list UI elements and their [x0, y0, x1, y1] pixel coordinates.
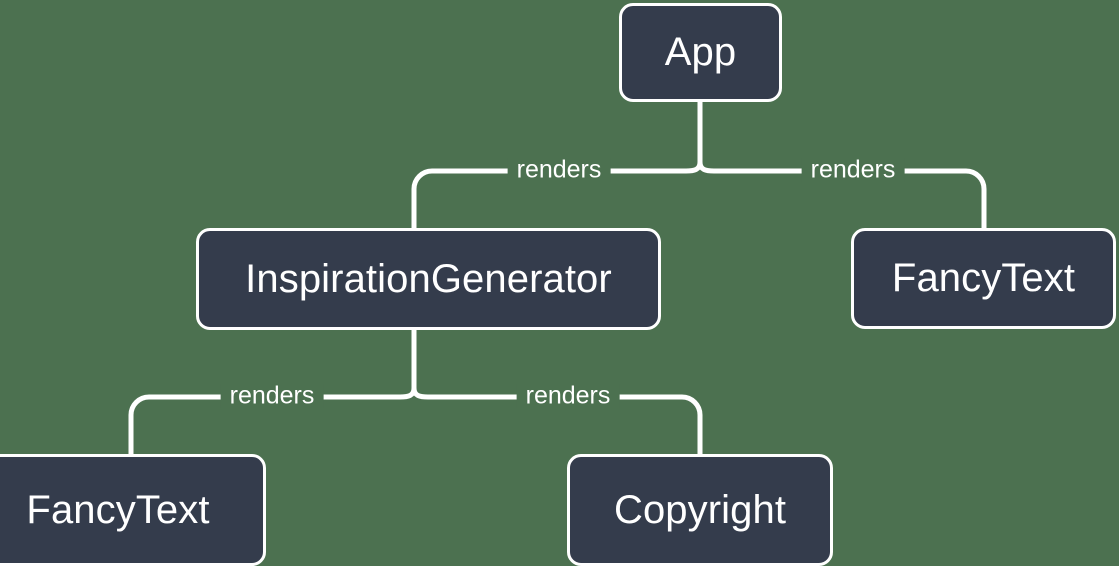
edge-app-to-fancytext-right	[697, 161, 987, 228]
edge-inspiration-generator-to-copyright	[411, 387, 703, 455]
node-fancytext-right-label: FancyText	[891, 256, 1076, 300]
node-fancytext-left[interactable]: FancyText	[0, 454, 266, 566]
node-inspiration-generator[interactable]: InspirationGenerator	[196, 228, 661, 330]
edge-label-inspiration-generator-to-copyright: renders	[516, 383, 620, 409]
edge-label-app-to-inspiration-generator: renders	[507, 157, 611, 183]
node-app[interactable]: App	[619, 3, 782, 102]
node-copyright-label: Copyright	[613, 487, 787, 532]
node-copyright[interactable]: Copyright	[567, 454, 833, 566]
node-app-label: App	[664, 30, 737, 74]
edge-label-inspiration-generator-to-fancytext-left: renders	[220, 383, 324, 409]
node-fancytext-right[interactable]: FancyText	[851, 228, 1116, 329]
edge-app-to-inspiration-generator	[411, 161, 703, 228]
node-inspiration-generator-label: InspirationGenerator	[245, 256, 612, 301]
node-fancytext-left-label: FancyText	[26, 487, 210, 532]
edge-label-app-to-fancytext-right: renders	[801, 157, 905, 183]
edge-inspiration-generator-to-fancytext-left	[128, 387, 417, 455]
